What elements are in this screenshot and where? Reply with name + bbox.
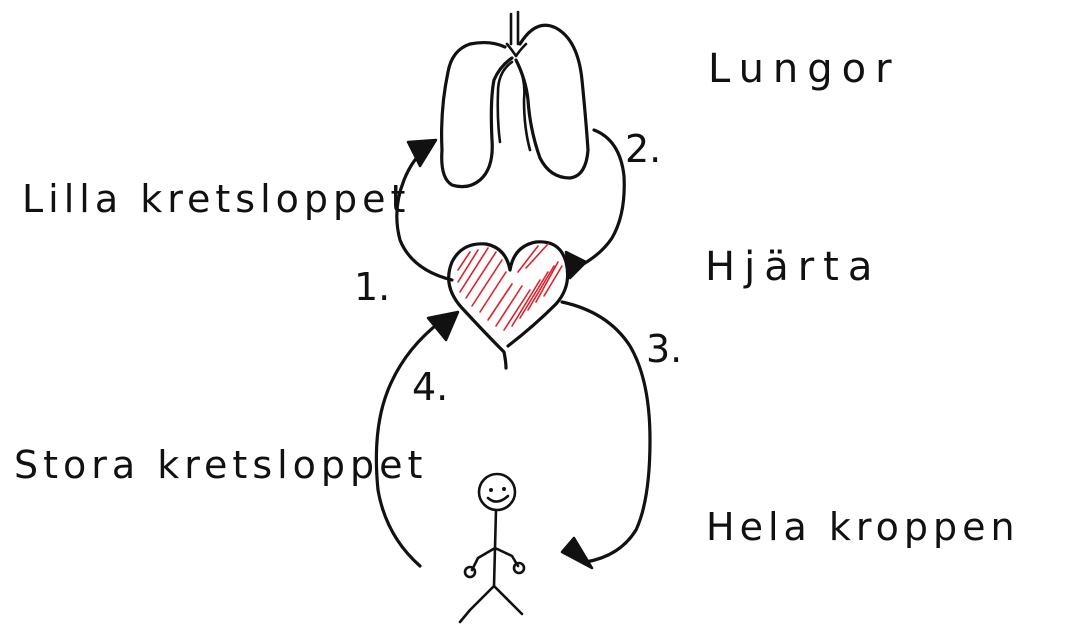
figure-head (479, 474, 515, 510)
arrowhead-2 (566, 252, 586, 278)
left-lung (442, 43, 512, 187)
figure-hand-left (465, 567, 475, 577)
figure-hand-right (514, 563, 524, 573)
figure-eye-left (489, 488, 493, 492)
figure-smile (488, 496, 508, 502)
heart-outline (449, 242, 568, 368)
trachea (507, 12, 526, 56)
step-number-1: 1. (354, 265, 390, 309)
stick-figure (460, 474, 524, 622)
label-lungs: Lungor (708, 46, 901, 92)
figure-eye-right (502, 487, 506, 491)
step-number-4: 4. (412, 365, 448, 409)
label-heart: Hjärta (705, 244, 881, 290)
label-pulmonary-circuit: Lilla kretsloppet (22, 177, 410, 221)
arrowhead-4 (428, 312, 458, 340)
step-number-3: 3. (646, 327, 682, 371)
right-lung (516, 25, 588, 178)
heart-drawing (449, 242, 568, 368)
arrow-path-3 (562, 302, 650, 562)
left-lung-inner (498, 62, 512, 142)
label-systemic-circuit: Stora kretsloppet (14, 443, 427, 487)
arrowhead-3 (562, 538, 592, 568)
lungs-drawing (442, 12, 588, 187)
figure-legs (460, 586, 522, 622)
heart-red-hatching (458, 244, 562, 330)
label-body: Hela kroppen (706, 505, 1020, 549)
step-number-2: 2. (625, 127, 661, 171)
arrow-path-2 (576, 130, 624, 268)
pulmonary-loop (397, 130, 624, 280)
